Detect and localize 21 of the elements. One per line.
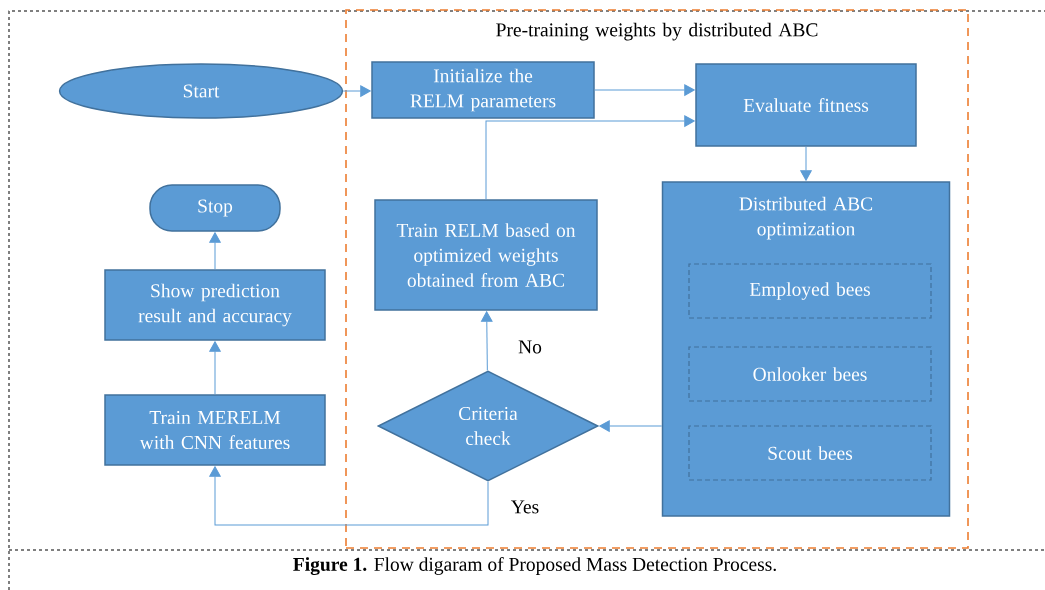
process-box: Train RELM based on optimized weights obtained from ABC bbox=[374, 199, 598, 311]
step-box: Employed bees bbox=[688, 263, 932, 319]
arrow bbox=[485, 115, 695, 200]
arrow bbox=[599, 420, 663, 432]
arrow bbox=[209, 232, 221, 270]
process-box: Evaluate fitness bbox=[695, 63, 917, 147]
edge-label: No bbox=[517, 339, 543, 355]
process-box: Initialize the RELM parameters bbox=[371, 61, 595, 119]
arrow bbox=[342, 85, 371, 97]
stop-terminal: Stop bbox=[149, 184, 281, 232]
step-box: Onlooker bees bbox=[688, 346, 932, 402]
arrow bbox=[209, 341, 221, 395]
process-box: Train MERELM with CNN features bbox=[104, 394, 326, 466]
arrow bbox=[209, 466, 489, 526]
arrow bbox=[800, 146, 812, 181]
edge-label: Yes bbox=[509, 499, 541, 515]
step-box: Scout bees bbox=[688, 425, 932, 481]
process-box: Show prediction result and accuracy bbox=[104, 269, 326, 341]
figure-caption: Figure 1. Flow digaram of Proposed Mass Detection Process. bbox=[293, 557, 776, 575]
arrow bbox=[481, 311, 493, 372]
arrow bbox=[594, 84, 695, 96]
